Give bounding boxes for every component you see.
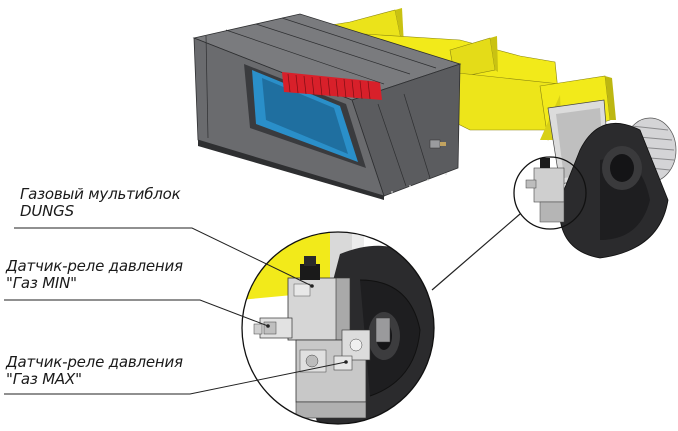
label-pressure-switch-min: Датчик-реле давления "Газ MIN": [6, 258, 183, 292]
blower-fan-unit: [547, 99, 677, 259]
label-gas-multiblock-line2: DUNGS: [20, 202, 74, 220]
detail-highlight-circle: [513, 156, 587, 230]
label-pressure-switch-max-line1: Датчик-реле давления: [6, 353, 183, 371]
zoom-connector-line-lower: [431, 213, 521, 291]
combustion-chamber-housing: [192, 13, 462, 200]
zoomed-detail-view: [241, 231, 435, 425]
label-gas-multiblock: Газовый мультиблок DUNGS: [20, 186, 181, 220]
leader-line-max: [4, 361, 347, 395]
leader-line-min: [4, 299, 269, 327]
label-pressure-switch-min-line1: Датчик-реле давления: [6, 257, 183, 275]
label-gas-multiblock-line1: Газовый мультиблок: [20, 185, 181, 203]
label-pressure-switch-max: Датчик-реле давления "Газ MAX": [6, 354, 183, 388]
label-pressure-switch-min-line2: "Газ MIN": [6, 274, 77, 292]
leader-line-multiblock: [14, 227, 313, 287]
label-pressure-switch-max-line2: "Газ MAX": [6, 370, 82, 388]
gas-valve-small: [525, 158, 565, 223]
leader-lines: [4, 227, 347, 395]
